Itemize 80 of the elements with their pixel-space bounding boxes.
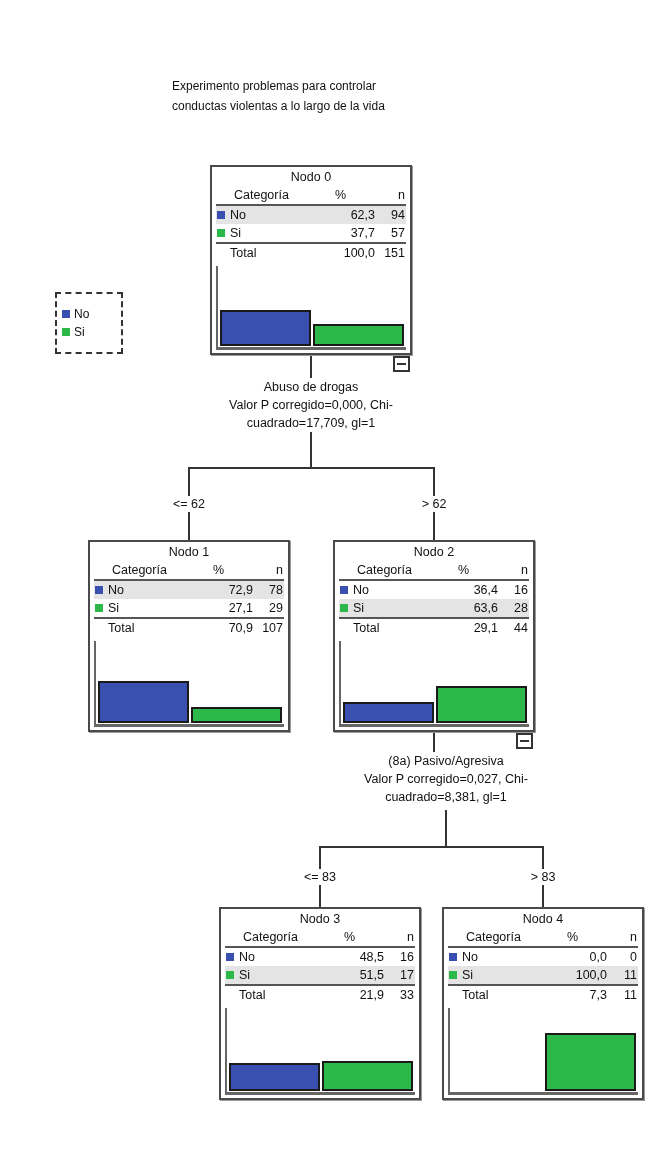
column-header: n	[406, 929, 414, 946]
edge-label: <= 62	[171, 496, 207, 512]
category-label: No	[462, 949, 479, 966]
category-label: Si	[108, 600, 121, 617]
percent-value: 100,0	[342, 245, 375, 262]
category-label: Si	[353, 600, 366, 617]
count-value: 11	[623, 967, 637, 984]
column-header: n	[520, 562, 528, 579]
edge-label: <= 83	[302, 869, 338, 885]
count-value: 57	[390, 225, 405, 242]
percent-value: 27,1	[227, 600, 253, 617]
percent-value: 7,3	[588, 987, 607, 1004]
percent-value: 21,9	[358, 987, 384, 1004]
category-label: No	[239, 949, 256, 966]
tree-node-box	[333, 540, 535, 732]
legend-label: No	[74, 306, 90, 323]
chart-title: Experimento problemas para controlar conductas violentas a lo largo de la vida	[172, 78, 386, 115]
count-value: 151	[383, 245, 405, 262]
column-header: Categoría	[243, 929, 299, 946]
column-header: n	[397, 187, 405, 204]
count-value: 107	[261, 620, 283, 637]
count-value: 16	[399, 949, 414, 966]
count-value: 94	[390, 207, 405, 224]
percent-value: 37,7	[349, 225, 375, 242]
count-value: 0	[629, 949, 637, 966]
connector-line	[310, 354, 312, 379]
category-label: No	[353, 582, 370, 599]
count-value: 29	[268, 600, 283, 617]
column-header: %	[567, 929, 580, 946]
category-label: No	[230, 207, 247, 224]
category-label: Si	[239, 967, 252, 984]
edge-label: > 62	[419, 496, 449, 512]
node-title: Nodo 1	[168, 544, 210, 561]
tree-node-box	[210, 165, 412, 355]
connector-line	[445, 809, 544, 908]
percent-value: 36,4	[472, 582, 498, 599]
percent-value: 51,5	[358, 967, 384, 984]
column-header: n	[629, 929, 637, 946]
node-title: Nodo 0	[290, 169, 332, 186]
total-label: Total	[230, 245, 258, 262]
column-header: %	[344, 929, 357, 946]
category-label: No	[108, 582, 125, 599]
percent-value: 100,0	[574, 967, 607, 984]
connector-line	[433, 731, 435, 753]
column-header: Categoría	[112, 562, 168, 579]
percent-value: 62,3	[349, 207, 375, 224]
column-header: Categoría	[466, 929, 522, 946]
count-value: 33	[399, 987, 414, 1004]
category-label: Si	[462, 967, 475, 984]
total-label: Total	[108, 620, 136, 637]
column-header: n	[275, 562, 283, 579]
node-title: Nodo 3	[299, 911, 341, 928]
count-value: 11	[623, 987, 637, 1004]
legend-label: Si	[74, 324, 85, 341]
edge-label: > 83	[528, 869, 558, 885]
tree-node-box	[219, 907, 421, 1100]
total-label: Total	[353, 620, 381, 637]
percent-value: 0,0	[588, 949, 607, 966]
percent-value: 63,6	[472, 600, 498, 617]
count-value: 16	[513, 582, 528, 599]
column-header: Categoría	[234, 187, 290, 204]
total-label: Total	[462, 987, 490, 1004]
category-label: Si	[230, 225, 243, 242]
percent-value: 72,9	[227, 582, 253, 599]
node-title: Nodo 4	[522, 911, 564, 928]
count-value: 28	[513, 600, 528, 617]
count-value: 78	[268, 582, 283, 599]
total-label: Total	[239, 987, 267, 1004]
column-header: %	[335, 187, 348, 204]
count-value: 17	[399, 967, 414, 984]
percent-value: 70,9	[227, 620, 253, 637]
column-header: Categoría	[357, 562, 413, 579]
percent-value: 29,1	[472, 620, 498, 637]
tree-node-box	[88, 540, 290, 732]
node-title: Nodo 2	[413, 544, 455, 561]
tree-node-box	[442, 907, 644, 1100]
column-header: %	[213, 562, 226, 579]
column-header: %	[458, 562, 471, 579]
percent-value: 48,5	[358, 949, 384, 966]
count-value: 44	[513, 620, 528, 637]
